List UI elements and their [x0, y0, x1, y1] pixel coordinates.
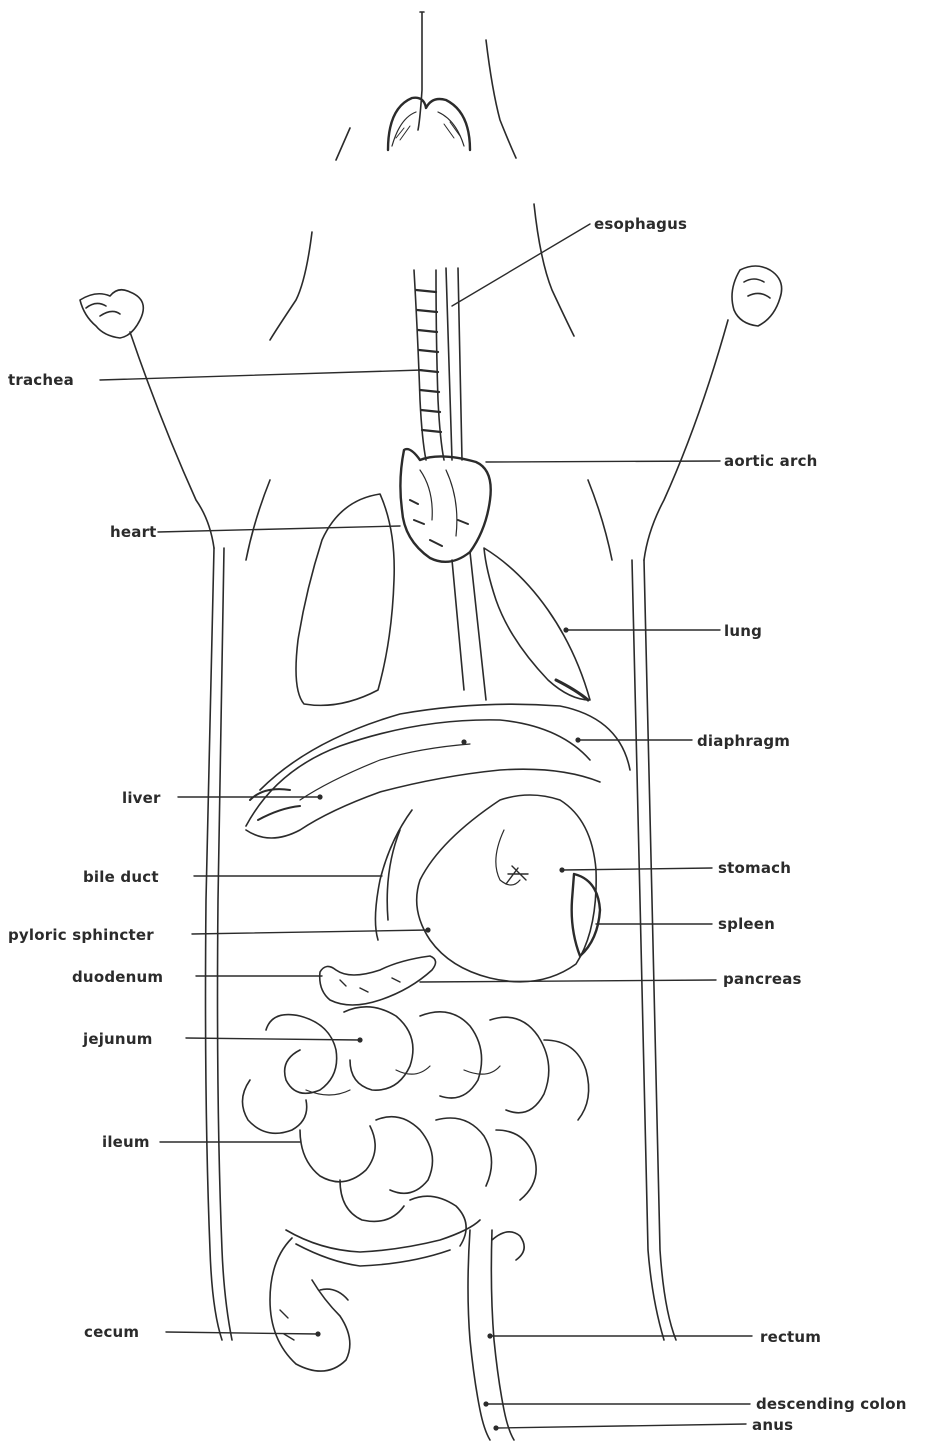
- leader-aortic-arch: [486, 461, 720, 462]
- label-bile-duct: bile duct: [83, 868, 159, 886]
- label-diaphragm: diaphragm: [697, 732, 790, 750]
- label-anus: anus: [752, 1416, 793, 1434]
- leader-pyloric-sphincter: [192, 930, 428, 934]
- diaphragm-liver: [246, 704, 630, 838]
- heart-drawing: [400, 449, 490, 700]
- leader-pancreas: [420, 980, 716, 982]
- leader-dots: [315, 627, 580, 1430]
- label-liver: liver: [122, 789, 161, 807]
- cecum-drawing: [270, 1238, 350, 1371]
- label-aortic-arch: aortic arch: [724, 452, 818, 470]
- label-rectum: rectum: [760, 1328, 821, 1346]
- leader-cecum: [166, 1332, 318, 1334]
- label-heart: heart: [110, 523, 157, 541]
- label-jejunum: jejunum: [83, 1030, 153, 1048]
- leader-stomach: [562, 868, 712, 870]
- label-esophagus: esophagus: [594, 215, 687, 233]
- label-trachea: trachea: [8, 371, 74, 389]
- leader-trachea: [100, 370, 422, 380]
- label-stomach: stomach: [718, 859, 791, 877]
- lungs-drawing: [296, 494, 590, 705]
- label-duodenum: duodenum: [72, 968, 163, 986]
- label-pancreas: pancreas: [723, 970, 802, 988]
- intestines-drawing: [242, 1007, 588, 1266]
- leader-esophagus: [452, 224, 590, 306]
- duodenum-pancreas: [320, 956, 436, 1005]
- stomach-region: [375, 795, 600, 982]
- colon-rectum-drawing: [468, 1230, 524, 1440]
- trachea-esophagus: [414, 268, 462, 460]
- leader-jejunum: [186, 1038, 360, 1040]
- label-descending-colon: descending colon: [756, 1395, 907, 1413]
- label-pyloric-sphincter: pyloric sphincter: [8, 926, 154, 944]
- label-spleen: spleen: [718, 915, 775, 933]
- leader-heart: [158, 526, 400, 532]
- head-inset-sketch: [336, 12, 516, 160]
- label-ileum: ileum: [102, 1133, 150, 1151]
- leader-lines: [100, 224, 752, 1428]
- leader-anus: [496, 1424, 746, 1428]
- label-cecum: cecum: [84, 1323, 139, 1341]
- label-lung: lung: [724, 622, 762, 640]
